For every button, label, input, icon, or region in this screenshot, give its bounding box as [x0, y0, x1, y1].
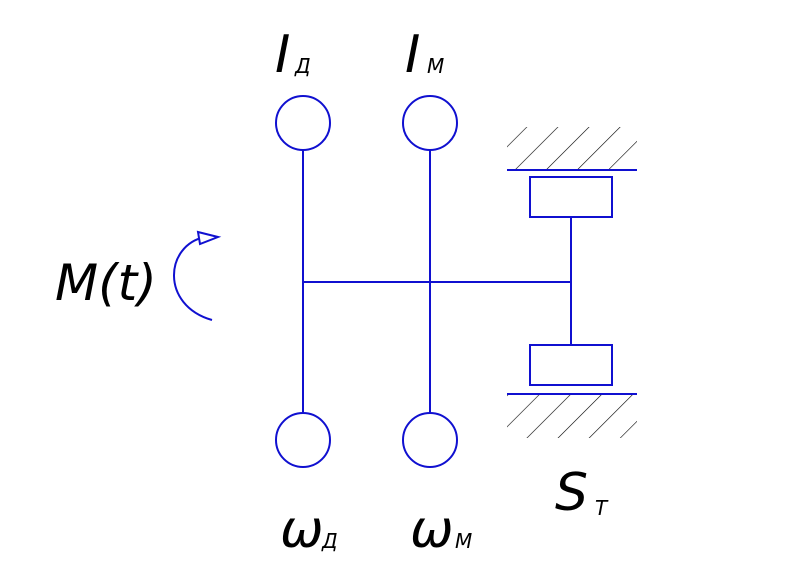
torque-arrowhead-icon [196, 230, 222, 246]
inertia-circle-top-right [402, 95, 458, 151]
label-omega-d: ω [280, 500, 324, 560]
label-torque: M(t) [55, 254, 157, 312]
label-inertia-d: I [275, 25, 290, 85]
inertia-circle-top-left [275, 95, 331, 151]
inertia-circle-bottom-right [402, 412, 458, 468]
inertia-circle-bottom-left [275, 412, 331, 468]
label-omega-d-sub: Д [321, 529, 338, 553]
ground-hatch-bottom [507, 394, 637, 438]
label-omega-m: ω [410, 500, 454, 560]
label-omega-m-sub: М [455, 529, 472, 553]
guide-block-bottom [529, 344, 613, 386]
label-stiffness: S [555, 463, 588, 523]
label-inertia-d-sub: Д [294, 54, 311, 78]
label-inertia-m-sub: М [427, 54, 444, 78]
label-inertia-m: I [405, 25, 420, 85]
torque-arrow-icon [173, 236, 213, 321]
guide-block-top [529, 176, 613, 218]
ground-hatch-top [507, 127, 637, 170]
label-stiffness-sub: Т [595, 496, 609, 520]
